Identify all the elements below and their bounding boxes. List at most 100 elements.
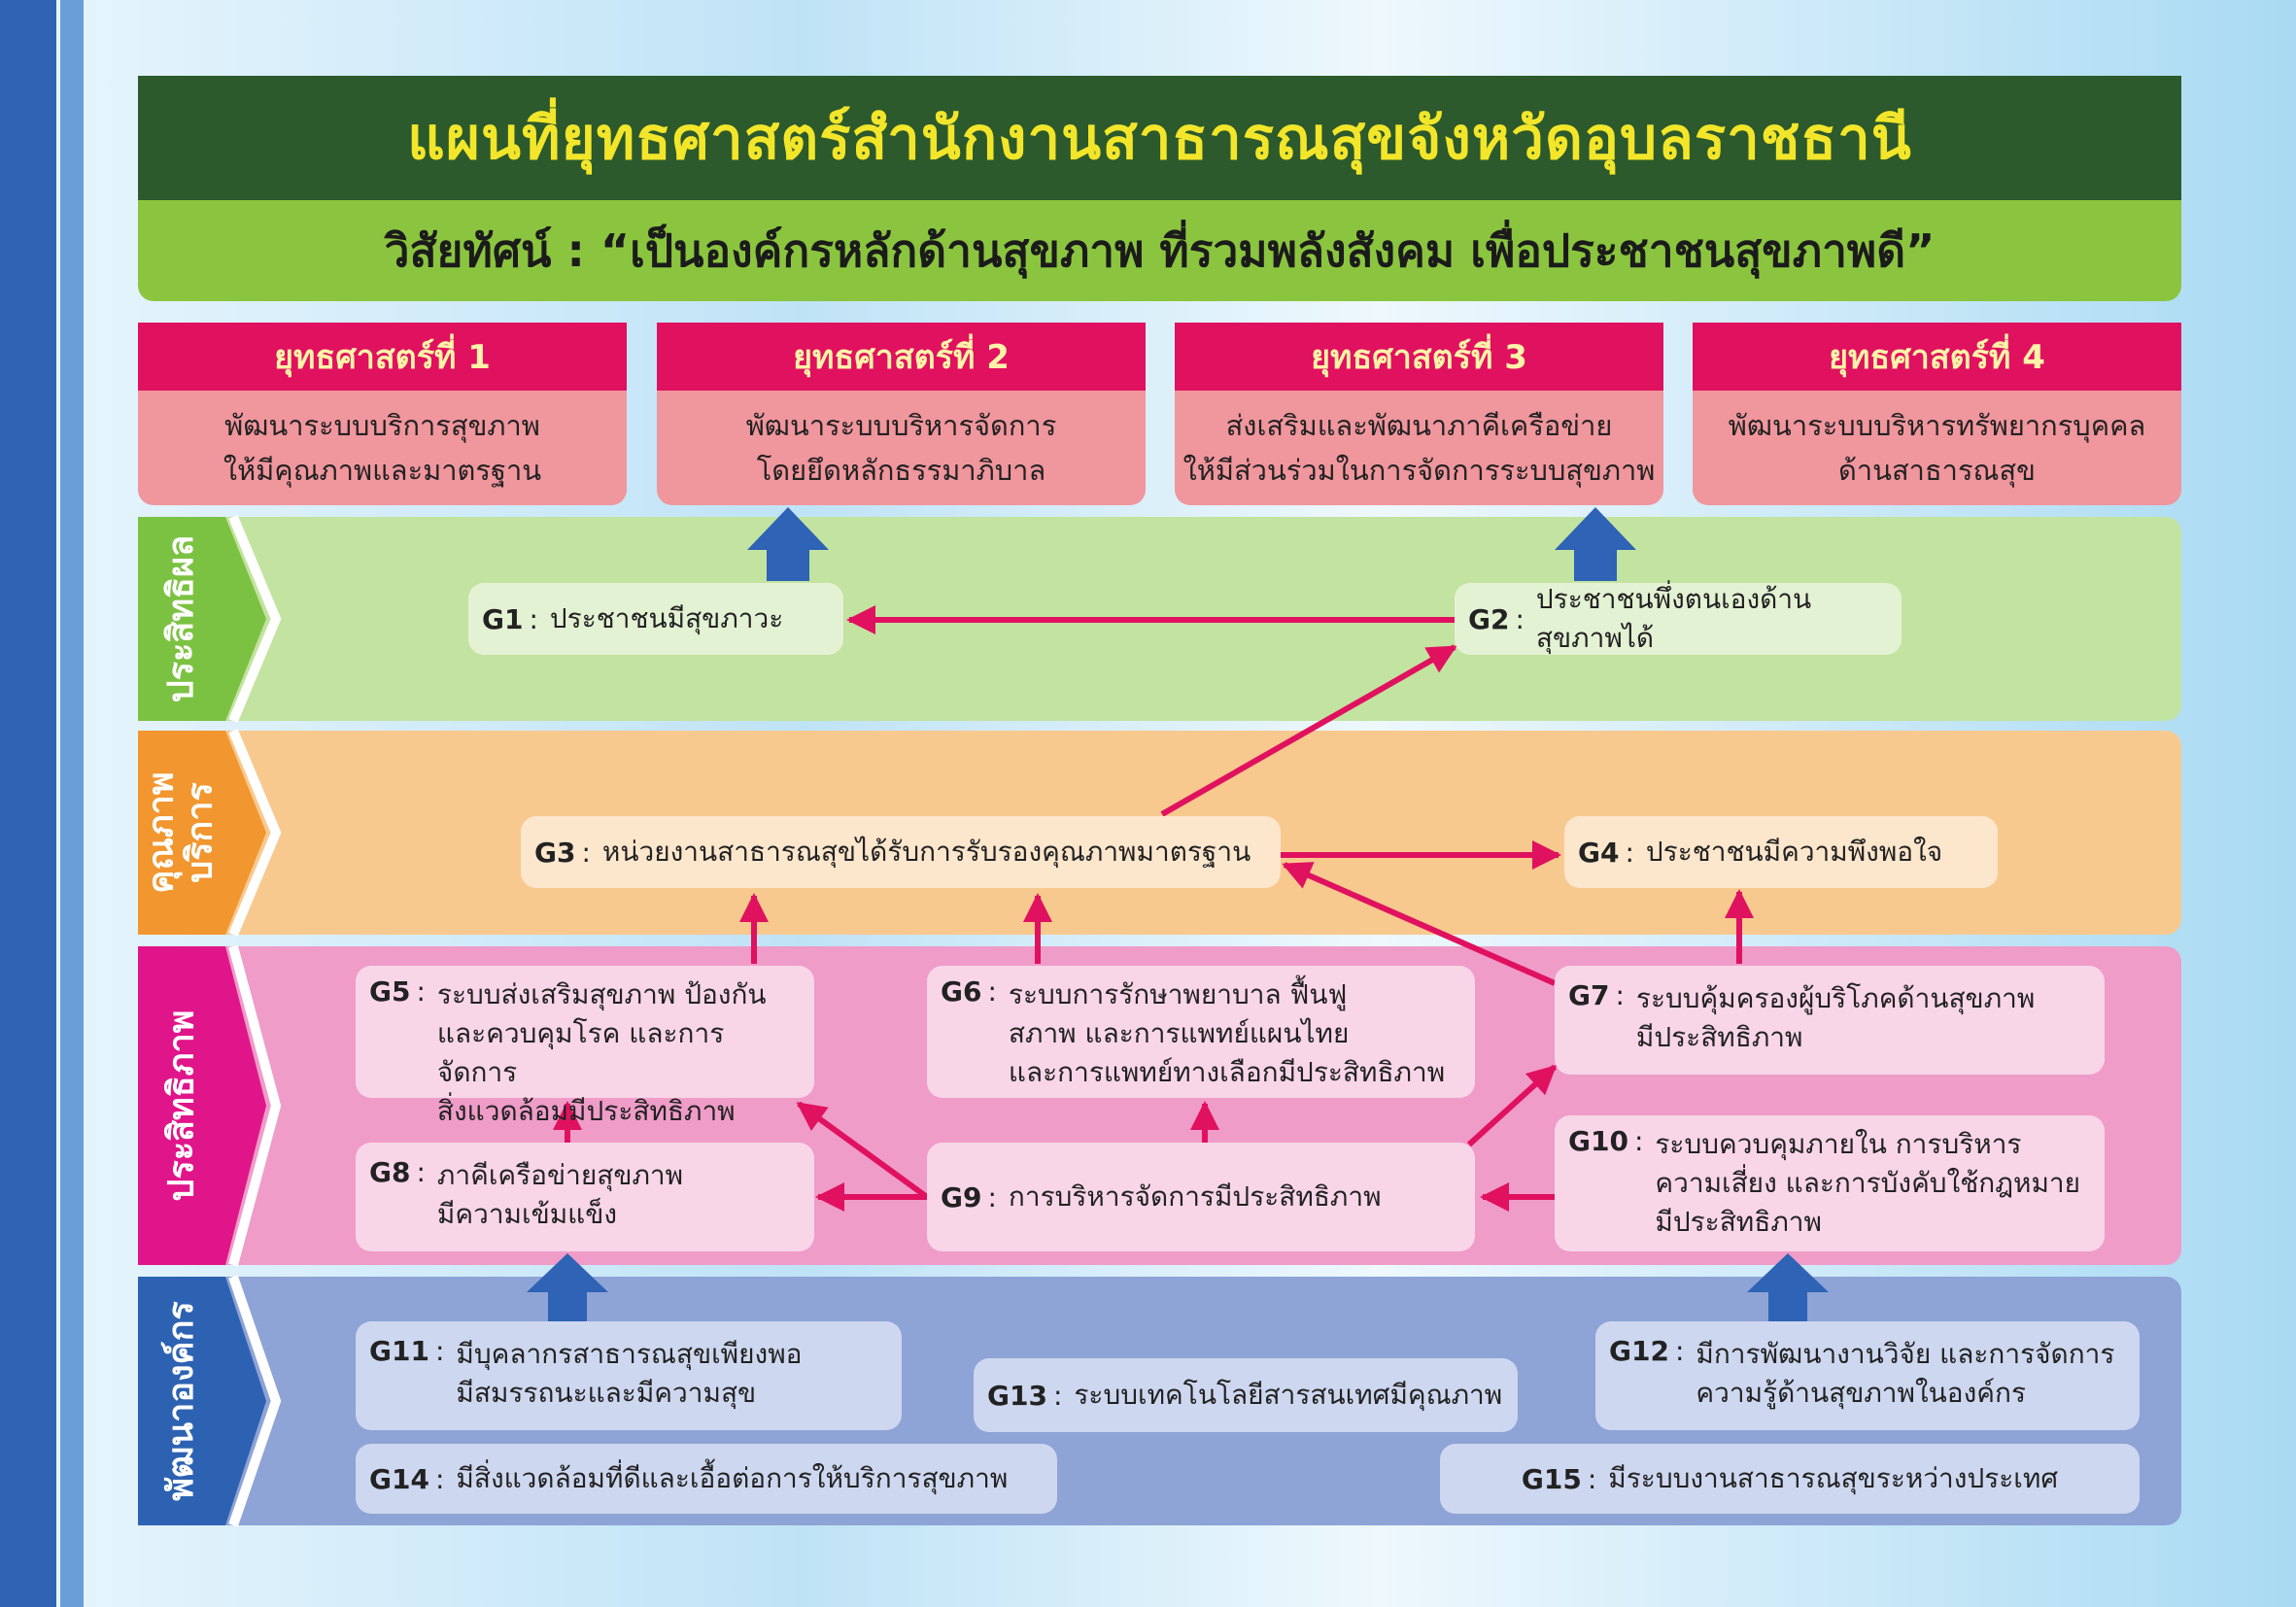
band-quality-line2: บริการ (181, 782, 221, 883)
goal-g12-text: มีการพัฒนางานวิจัย และการจัดการ ความรู้ด… (1696, 1335, 2114, 1413)
band-efficiency-label: ประสิทธิภาพ (138, 946, 225, 1265)
goal-g2: G2 : ประชาชนพึ่งตนเองด้านสุขภาพได้ (1455, 583, 1902, 655)
goal-g9-text: การบริหารจัดการมีประสิทธิภาพ (1008, 1180, 1382, 1213)
strategy-4-heading: ยุทธศาสตร์ที่ 4 (1693, 323, 2181, 391)
strategy-1-heading: ยุทธศาสตร์ที่ 1 (138, 323, 627, 391)
goal-g3-id: G3 (534, 836, 576, 869)
goal-g3: G3 : หน่วยงานสาธารณสุขได้รับการรับรองคุณ… (521, 816, 1281, 888)
strategy-3-heading: ยุทธศาสตร์ที่ 3 (1175, 323, 1663, 391)
goal-g3-sep: : (581, 836, 591, 869)
goal-g7: G7 : ระบบคุ้มครองผู้บริโภคด้านสุขภาพ มีป… (1555, 966, 2105, 1075)
goal-g6-line3: และการแพทย์ทางเลือกมีประสิทธิภาพ (1008, 1056, 1446, 1088)
goal-g8-line1: ภาคีเครือข่ายสุขภาพ (436, 1159, 684, 1191)
goal-g2-text: ประชาชนพึ่งตนเองด้านสุขภาพได้ (1535, 583, 1812, 654)
strategy-2-heading: ยุทธศาสตร์ที่ 2 (657, 323, 1146, 391)
goal-g14-text: มีสิ่งแวดล้อมที่ดีและเอื้อต่อการให้บริกา… (456, 1462, 1009, 1494)
goal-g5-sep: : (416, 975, 426, 1008)
goal-g8-text: ภาคีเครือข่ายสุขภาพ มีความเข้มแข็ง (437, 1156, 683, 1234)
goal-g3-text: หน่วยงานสาธารณสุขได้รับการรับรองคุณภาพมา… (601, 836, 1251, 868)
goal-g7-id: G7 (1568, 979, 1610, 1011)
goal-g15-sep: : (1587, 1462, 1597, 1495)
goal-g10-text: ระบบควบคุมภายใน การบริหาร ความเสี่ยง และ… (1655, 1125, 2080, 1242)
goal-g12-id: G12 (1609, 1335, 1669, 1367)
goal-g11-line2: มีสมรรถนะและมีความสุข (456, 1377, 757, 1409)
goal-g11-id: G11 (369, 1335, 429, 1367)
goal-g9-id: G9 (941, 1180, 982, 1214)
goal-g7-sep: : (1615, 979, 1625, 1011)
goal-g6-sep: : (987, 975, 997, 1008)
band-quality-line1: คุณภาพ (142, 771, 182, 894)
goal-g13-text: ระบบเทคโนโลยีสารสนเทศมีคุณภาพ (1074, 1379, 1503, 1411)
strategy-1-line2: ให้มีคุณภาพและมาตรฐาน (223, 454, 542, 487)
strategy-4-line2: ด้านสาธารณสุข (1838, 454, 2036, 487)
goal-g8-sep: : (416, 1156, 426, 1188)
strategy-4-line1: พัฒนาระบบบริหารทรัพยากรบุคคล (1728, 409, 2146, 442)
goal-g4-id: G4 (1578, 836, 1620, 869)
goal-g10-id: G10 (1568, 1125, 1628, 1157)
strategy-2-body: พัฒนาระบบบริหารจัดการ โดยยึดหลักธรรมาภิบ… (657, 391, 1146, 505)
strategy-4-body: พัฒนาระบบบริหารทรัพยากรบุคคล ด้านสาธารณส… (1693, 391, 2181, 505)
goal-g5-line2: และควบคุมโรค และการจัดการ (436, 1017, 725, 1088)
strategy-3: ยุทธศาสตร์ที่ 3 ส่งเสริมและพัฒนาภาคีเครื… (1175, 323, 1663, 505)
goal-g12-sep: : (1674, 1335, 1685, 1367)
goal-g11: G11 : มีบุคลากรสาธารณสุขเพียงพอ มีสมรรถน… (356, 1321, 902, 1430)
goal-g1: G1 : ประชาชนมีสุขภาวะ (468, 583, 843, 655)
strategy-2: ยุทธศาสตร์ที่ 2 พัฒนาระบบบริหารจัดการ โด… (657, 323, 1146, 505)
goal-g15-text: มีระบบงานสาธารณสุขระหว่างประเทศ (1608, 1462, 2059, 1494)
goal-g2-id: G2 (1468, 602, 1510, 635)
goal-g1-text: ประชาชนมีสุขภาวะ (549, 602, 784, 634)
goal-g12-line1: มีการพัฒนางานวิจัย และการจัดการ (1696, 1338, 2115, 1370)
strategy-1-body: พัฒนาระบบบริการสุขภาพ ให้มีคุณภาพและมาตร… (138, 391, 627, 505)
band-org-dev-text: พัฒนาองค์กร (161, 1301, 201, 1501)
goal-g4-text: ประชาชนมีความพึงพอใจ (1645, 836, 1943, 868)
band-quality-tab (138, 729, 282, 937)
goal-g7-text: ระบบคุ้มครองผู้บริโภคด้านสุขภาพ มีประสิท… (1636, 979, 2035, 1057)
goal-g12-line2: ความรู้ด้านสุขภาพในองค์กร (1696, 1377, 2026, 1409)
goal-g10-line3: มีประสิทธิภาพ (1655, 1206, 1822, 1238)
goal-g9: G9 : การบริหารจัดการมีประสิทธิภาพ (927, 1143, 1475, 1251)
strategy-2-line2: โดยยึดหลักธรรมาภิบาล (756, 454, 1046, 487)
goal-g5-line1: ระบบส่งเสริมสุขภาพ ป้องกัน (436, 978, 767, 1010)
goal-g14-sep: : (434, 1462, 445, 1495)
band-efficiency-tab (138, 944, 282, 1267)
goal-g4: G4 : ประชาชนมีความพึงพอใจ (1564, 816, 1998, 888)
goal-g10: G10 : ระบบควบคุมภายใน การบริหาร ความเสี่… (1555, 1115, 2105, 1251)
strategy-3-line1: ส่งเสริมและพัฒนาภาคีเครือข่าย (1225, 409, 1613, 442)
goal-g6-text: ระบบการรักษาพยาบาล ฟื้นฟู สภาพ และการแพท… (1009, 975, 1445, 1092)
goal-g5-text: ระบบส่งเสริมสุขภาพ ป้องกัน และควบคุมโรค … (437, 975, 801, 1131)
goal-g8: G8 : ภาคีเครือข่ายสุขภาพ มีความเข้มแข็ง (356, 1143, 814, 1251)
goal-g11-text: มีบุคลากรสาธารณสุขเพียงพอ มีสมรรถนะและมี… (456, 1335, 802, 1413)
goal-g13-sep: : (1052, 1379, 1063, 1412)
band-effectiveness-tab (138, 515, 282, 723)
band-effectiveness-text: ประสิทธิผล (161, 534, 202, 703)
goal-g10-line1: ระบบควบคุมภายใน การบริหาร (1655, 1128, 2022, 1160)
goal-g10-line2: ความเสี่ยง และการบังคับใช้กฎหมาย (1655, 1167, 2081, 1199)
strategy-1-line1: พัฒนาระบบบริการสุขภาพ (224, 409, 540, 442)
goal-g11-sep: : (434, 1335, 445, 1367)
band-org-dev-label: พัฒนาองค์กร (138, 1277, 225, 1525)
goal-g12: G12 : มีการพัฒนางานวิจัย และการจัดการ คว… (1595, 1321, 2140, 1430)
strategy-3-line2: ให้มีส่วนร่วมในการจัดการระบบสุขภาพ (1182, 454, 1656, 487)
strategy-3-body: ส่งเสริมและพัฒนาภาคีเครือข่าย ให้มีส่วนร… (1175, 391, 1663, 505)
goal-g11-line1: มีบุคลากรสาธารณสุขเพียงพอ (456, 1338, 803, 1370)
goal-g5-id: G5 (369, 975, 411, 1008)
goal-g9-sep: : (987, 1180, 997, 1214)
goal-g10-sep: : (1633, 1125, 1644, 1157)
goal-g4-sep: : (1625, 836, 1634, 869)
goal-g14-id: G14 (369, 1462, 429, 1495)
goal-g7-line1: ระบบคุ้มครองผู้บริโภคด้านสุขภาพ (1635, 982, 2036, 1014)
goal-g6-id: G6 (941, 975, 982, 1008)
band-quality-text: คุณภาพ บริการ (142, 771, 221, 894)
goal-g5: G5 : ระบบส่งเสริมสุขภาพ ป้องกัน และควบคุ… (356, 966, 814, 1127)
goal-g7-line2: มีประสิทธิภาพ (1635, 1021, 1803, 1053)
goal-g15-id: G15 (1521, 1462, 1582, 1495)
goal-g13-id: G13 (987, 1379, 1047, 1412)
goal-g6-line2: สภาพ และการแพทย์แผนไทย (1008, 1017, 1350, 1049)
strategy-2-line1: พัฒนาระบบบริหารจัดการ (745, 409, 1057, 442)
strategy-4: ยุทธศาสตร์ที่ 4 พัฒนาระบบบริหารทรัพยากรบ… (1693, 323, 2181, 505)
band-quality-label: คุณภาพ บริการ (138, 731, 225, 935)
goal-g8-line2: มีความเข้มแข็ง (436, 1198, 618, 1230)
goal-g13: G13 : ระบบเทคโนโลยีสารสนเทศมีคุณภาพ (974, 1358, 1518, 1432)
band-org-dev-tab (138, 1275, 282, 1527)
goal-g6-line1: ระบบการรักษาพยาบาล ฟื้นฟู (1008, 978, 1348, 1010)
